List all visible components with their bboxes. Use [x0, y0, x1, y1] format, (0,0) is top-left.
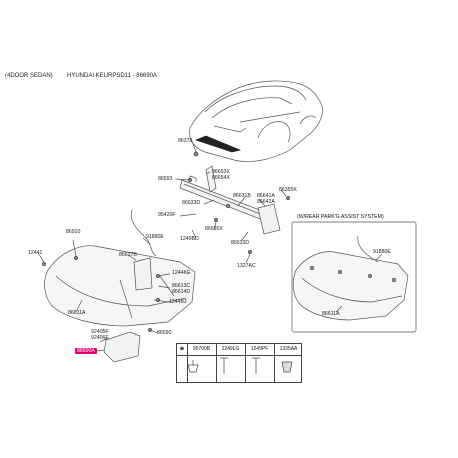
fasteners [42, 151, 290, 332]
table-col-95700B[interactable]: 95700B [192, 346, 211, 352]
part-label-86633D[interactable]: 86633D [182, 200, 201, 206]
part-label-86631B[interactable]: 86631B [233, 193, 251, 199]
table-divider [187, 344, 188, 382]
table-col-1249PF[interactable]: 1249PF [250, 346, 269, 352]
table-icons [187, 357, 293, 374]
table-divider [216, 344, 217, 382]
bumper-cover [44, 245, 196, 327]
part-label-86642A[interactable]: 86642A [257, 199, 275, 205]
fastener-table-header [177, 344, 301, 356]
sensor-harness [130, 209, 157, 257]
part-label-1249BD[interactable]: 1249BD [180, 236, 199, 242]
lower-garnish [103, 331, 141, 363]
part-label-86614D[interactable]: 86614D [172, 289, 191, 295]
part-label-12441[interactable]: 12441 [28, 250, 43, 256]
inset-part-label-86611A[interactable]: 86611A [322, 311, 340, 317]
table-divider [274, 344, 275, 382]
part-label-86637B[interactable]: 86637B [119, 252, 137, 258]
part-label-92405F[interactable]: 92405F [91, 329, 109, 335]
part-label-86613C[interactable]: 86613C [172, 283, 191, 289]
table-col-1335AA[interactable]: 1335AA [279, 346, 298, 352]
inset-part-label-91880E[interactable]: 91880E [373, 249, 391, 255]
part-label-86635X[interactable]: 86635X [205, 226, 223, 232]
part-label-1327AC[interactable]: 1327AC [237, 263, 256, 269]
part-label-86633D-b[interactable]: 86633D [231, 240, 250, 246]
center-bracket [257, 203, 281, 235]
part-label-86355K[interactable]: 86355K [279, 187, 297, 193]
part-label-1244BJ[interactable]: 1244BJ [169, 299, 187, 305]
inset-title: (W/REAR PARK'G ASSIST SYSTEM) [297, 214, 384, 220]
leader-lines [37, 140, 287, 352]
part-label-1244KE[interactable]: 1244KE [172, 270, 191, 276]
part-label-86590[interactable]: 86590 [157, 330, 172, 336]
table-divider [245, 344, 246, 382]
model-label: (4DOOR SEDAN) [5, 73, 53, 79]
part-label-86641A[interactable]: 86641A [257, 193, 275, 199]
table-marker-icon: ⊕ [179, 346, 185, 352]
part-label-86654X[interactable]: 86654X [212, 175, 230, 181]
part-label-86611A[interactable]: 86611A [68, 310, 86, 316]
part-label-92406F[interactable]: 92406F [91, 335, 109, 341]
part-label-86379[interactable]: 86379 [178, 138, 193, 144]
car-silhouette [189, 80, 323, 162]
part-label-86910[interactable]: 86910 [66, 229, 81, 235]
part-label-95420F[interactable]: 95420F [158, 212, 176, 218]
bumper-bracket-left [133, 257, 153, 291]
inset-panel [291, 221, 417, 333]
part-label-86690A-highlighted[interactable]: 86690A [75, 348, 97, 354]
part-label-86653X[interactable]: 86653X [212, 169, 230, 175]
fastener-table: ⊕ 95700B 1249LG 1249PF 1335AA [176, 343, 302, 383]
part-label-86593[interactable]: 86593 [158, 176, 173, 182]
part-label-91880E[interactable]: 91880E [146, 234, 164, 240]
table-col-1249LG[interactable]: 1249LG [221, 346, 240, 352]
catalog-label: HYUNDAI KEURPSD11 - 86690A [67, 73, 157, 79]
